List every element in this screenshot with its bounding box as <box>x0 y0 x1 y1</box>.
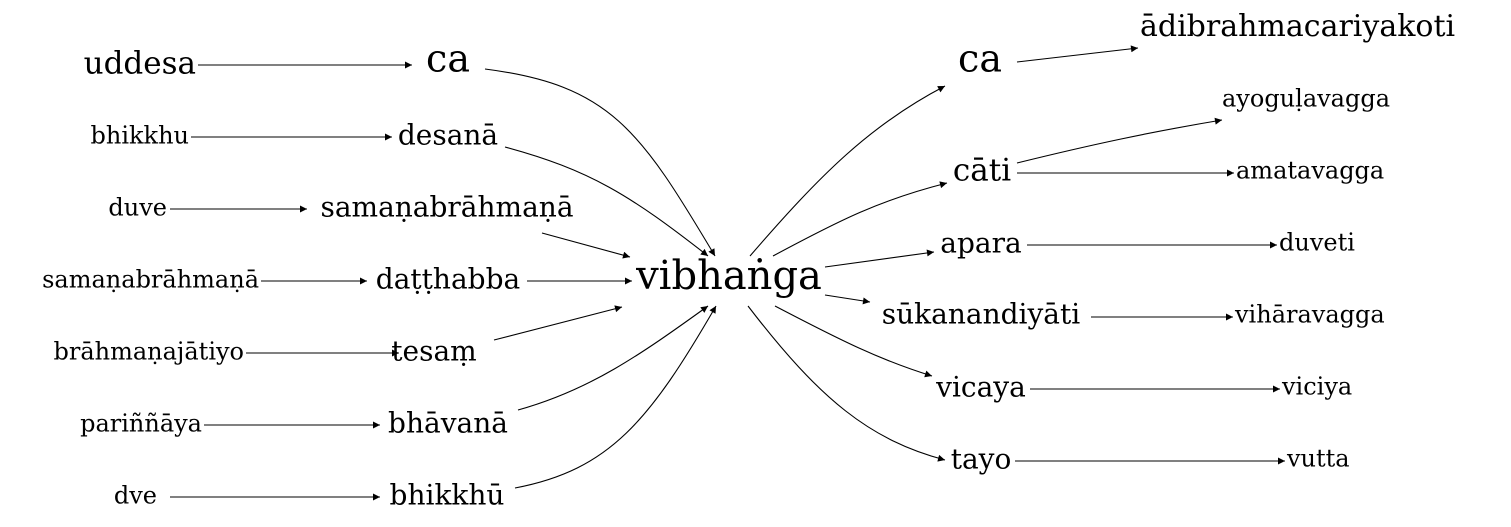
edge-bhavana-vibhanga <box>517 305 709 411</box>
node-desana: desanā <box>398 119 498 152</box>
node-apara: apara <box>940 227 1021 260</box>
left-mid-labels: ca desanā samaṇabrāhmaṇā daṭṭhabba tesaṃ… <box>320 37 573 512</box>
node-amatavagga: amatavagga <box>1236 157 1384 185</box>
node-adibrahmacariyakoti: ādibrahmacariyakoti <box>1140 9 1455 44</box>
edge-vibhanga-tayo <box>747 305 946 462</box>
node-uddesa: uddesa <box>84 46 196 82</box>
edges-right-targets <box>1015 45 1285 465</box>
edge-bhikkhu-vibhanga <box>514 305 717 489</box>
node-viciya: viciya <box>1281 373 1352 401</box>
node-dve: dve <box>114 482 157 510</box>
edges-left-sources <box>170 61 412 501</box>
edge-vibhanga-cati <box>772 181 948 257</box>
node-vutta: vutta <box>1286 445 1350 473</box>
node-samanabrahmana-mid: samaṇabrāhmaṇā <box>320 191 573 224</box>
node-cati: cāti <box>953 153 1011 189</box>
node-tesam: tesaṃ <box>391 335 476 368</box>
node-bhavana: bhāvanā <box>388 407 508 440</box>
edge-tesam-vibhanga <box>493 305 623 341</box>
edge-vibhanga-ca <box>749 85 946 257</box>
node-ca-right: ca <box>958 37 1002 81</box>
node-duveti: duveti <box>1279 229 1355 257</box>
node-ca-left: ca <box>426 37 470 81</box>
node-vicaya: vicaya <box>935 371 1026 404</box>
right-target-labels: ādibrahmacariyakoti ayoguḷavagga amatava… <box>1140 9 1455 473</box>
edge-vibhanga-sukanandiyati <box>824 294 871 305</box>
node-vibhanga: vibhaṅga <box>635 253 822 299</box>
node-bhikkhu-mid: bhikkhū <box>390 479 505 512</box>
edge-ca-vibhanga <box>484 68 716 257</box>
node-brahmanajatiyo: brāhmaṇajātiyo <box>53 338 244 366</box>
node-parinnaya: pariññāya <box>80 410 202 438</box>
node-samanabrahmana-source: samaṇabrāhmaṇā <box>42 266 259 294</box>
left-source-labels: uddesa bhikkhu duve samaṇabrāhmaṇā brāhm… <box>42 46 259 510</box>
right-mid-labels: ca cāti apara sūkanandiyāti vicaya tayo <box>882 37 1080 476</box>
edge-samanabrahmana-vibhanga <box>541 232 631 259</box>
edge-vibhanga-vicaya <box>774 305 933 378</box>
node-sukanandiyati: sūkanandiyāti <box>882 298 1080 331</box>
node-viharavagga: vihāravagga <box>1234 301 1385 329</box>
edge-cati-ayogulavagga <box>1016 117 1223 164</box>
node-tayo: tayo <box>951 443 1012 476</box>
edge-vibhanga-apara <box>824 249 935 268</box>
edges-out-of-center <box>747 85 948 462</box>
edge-desana-vibhanga <box>504 146 709 257</box>
node-bhikkhu-source: bhikkhu <box>91 122 190 150</box>
node-ayogulavagga: ayoguḷavagga <box>1222 85 1390 113</box>
edge-ca-adibrahmacariyakoti <box>1016 45 1139 63</box>
node-datthabba: daṭṭhabba <box>376 263 520 296</box>
node-duve: duve <box>108 194 167 222</box>
edges-into-center <box>484 68 717 489</box>
